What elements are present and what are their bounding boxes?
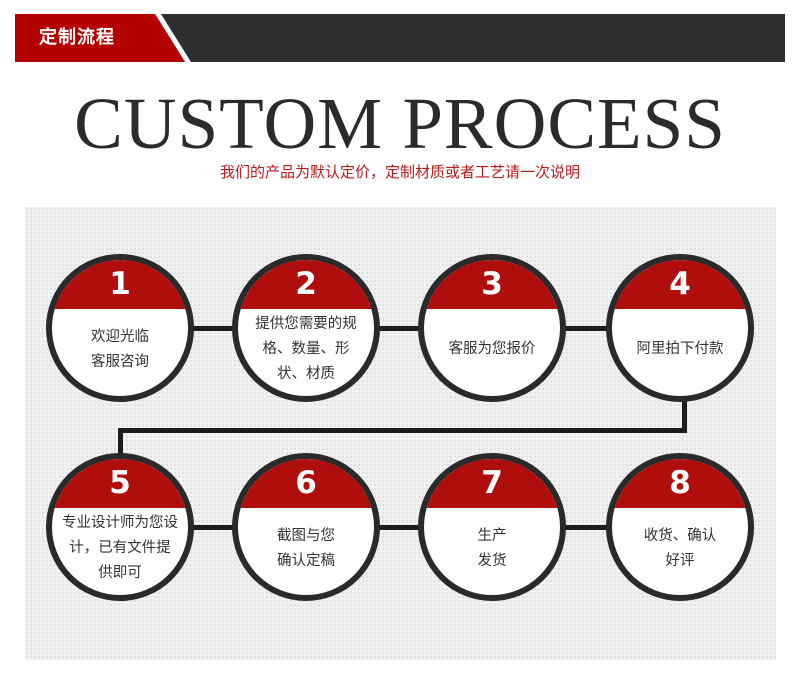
step-text: 专业设计师为您设 计，已有文件提 供即可 [62,515,178,581]
step-text: 客服为您报价 [448,341,536,357]
connector-7-8 [562,525,612,530]
step-text: 截图与您 确认定稿 [277,527,335,569]
step-cap [612,260,748,309]
step-cap [52,260,188,309]
step-cap [424,260,560,309]
step-circle-4: 4 阿里拍下付款 [606,254,754,402]
banner-tab [15,14,185,62]
step-text: 收货、确认 好评 [643,527,717,569]
step-number: 4 [669,266,691,302]
banner-label: 定制流程 [39,27,115,48]
step-number: 8 [669,465,691,501]
step-number: 3 [481,266,503,302]
step-text: 欢迎光临 客服咨询 [91,328,149,370]
connector-4-5-horizontal [118,428,687,433]
step-number: 2 [295,266,317,302]
step-cap [424,459,560,508]
connector-5-6 [190,525,240,530]
connector-6-7 [376,525,426,530]
step-text: 提供您需要的规 格、数量、形 状、材质 [255,316,357,382]
connector-3-4 [562,326,612,331]
step-number: 6 [295,465,317,501]
connector-2-3 [376,326,426,331]
step-cap [238,260,374,309]
step-cap [238,459,374,508]
step-circle-7: 7 生产 发货 [418,453,566,601]
step-circle-2: 2 提供您需要的规 格、数量、形 状、材质 [232,254,380,402]
step-text: 阿里拍下付款 [636,341,724,357]
step-text: 生产 发货 [477,527,507,569]
step-cap [52,459,188,508]
step-number: 7 [481,465,503,501]
step-number: 1 [109,266,131,302]
step-circle-6: 6 截图与您 确认定稿 [232,453,380,601]
section-banner: 定制流程 [15,14,785,62]
step-number: 5 [109,465,131,501]
connector-5-up [118,428,123,456]
connector-4-down [682,397,687,432]
step-circle-3: 3 客服为您报价 [418,254,566,402]
page-subtitle: 我们的产品为默认定价，定制材质或者工艺请一次说明 [219,163,580,181]
step-circle-5: 5 专业设计师为您设 计，已有文件提 供即可 [46,453,194,601]
page-title: CUSTOM PROCESS [74,83,726,164]
step-cap [612,459,748,508]
step-circle-8: 8 收货、确认 好评 [606,453,754,601]
step-circle-1: 1 欢迎光临 客服咨询 [46,254,194,402]
connector-1-2 [190,326,240,331]
